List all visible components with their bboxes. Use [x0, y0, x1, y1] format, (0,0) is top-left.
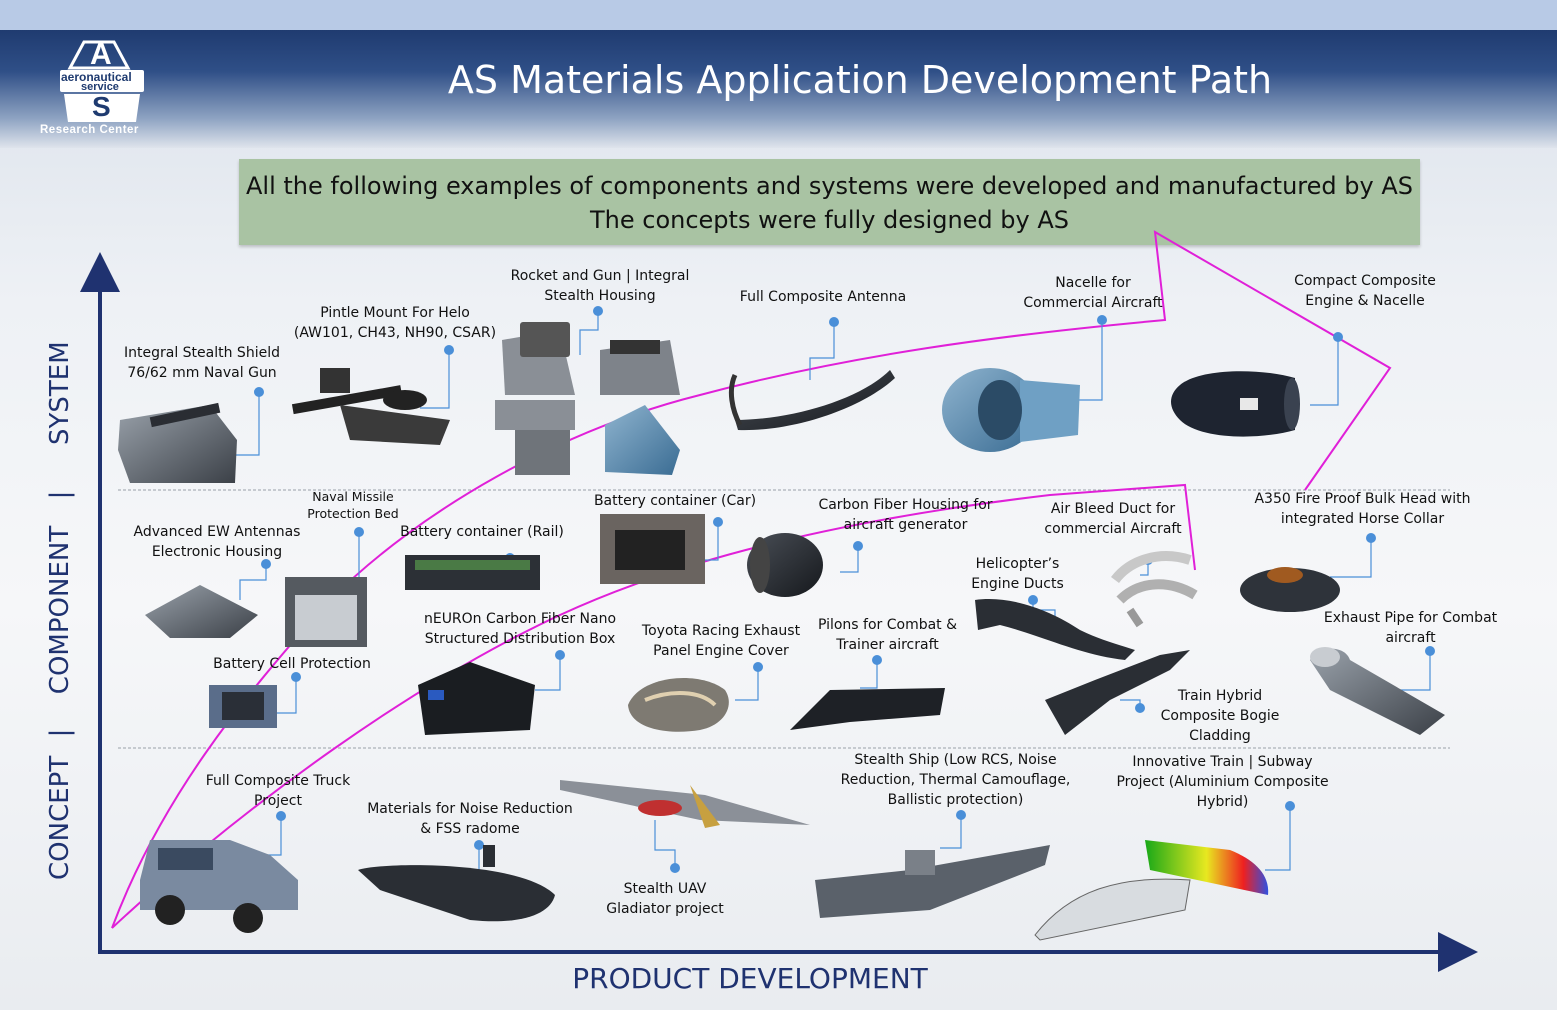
header-bar: [0, 30, 1557, 148]
logo-caption: Research Center: [40, 124, 139, 136]
ew-antenna-housing-image: [145, 585, 258, 638]
label-battery-car: Battery container (Car): [593, 493, 757, 509]
axis-label-x: PRODUCT DEVELOPMENT: [572, 962, 928, 995]
rocket-gun-housing-image: [495, 322, 680, 475]
axis-separator-1: |: [45, 490, 75, 500]
logo-line-2: service: [81, 81, 119, 93]
neuron-distribution-box-image: [418, 662, 535, 735]
helicopter-ducts-image: [975, 599, 1135, 660]
logo-line-1: aeronautical: [61, 70, 132, 84]
missile-protection-bed-image: [285, 577, 367, 647]
label-battery-cell: Battery Cell Protection: [213, 656, 371, 672]
exhaust-pipe-image: [1310, 647, 1445, 735]
label-pintle-mount: Pintle Mount For Helo(AW101, CH43, NH90,…: [293, 305, 497, 341]
intro-banner: All the following examples of components…: [239, 159, 1420, 245]
logo-emblem-icon: [60, 40, 144, 122]
axis-label-component: COMPONENT: [45, 525, 75, 695]
stealth-ship-image: [815, 845, 1050, 918]
battery-car-image: [600, 514, 705, 584]
label-noise-reduction: Materials for Noise Reduction& FSS radom…: [367, 801, 573, 837]
battery-rail-image: [405, 555, 540, 590]
composite-truck-image: [140, 840, 298, 933]
compact-engine-nacelle-image: [1171, 371, 1300, 437]
pintle-mount-image: [291, 368, 450, 445]
as-logo: A aeronautical service S Research Center: [40, 38, 165, 140]
naval-gun-shield-image: [118, 402, 237, 483]
stealth-uav-image: [560, 780, 810, 828]
banner-line-2: The concepts were fully designed by AS: [589, 206, 1069, 234]
axis-separator-2: |: [45, 728, 75, 738]
pilon-image: [790, 688, 945, 730]
development-curve-lower: [111, 483, 1196, 929]
a350-bulkhead-image: [1240, 567, 1340, 612]
innovative-train-image: [1034, 840, 1269, 941]
submarine-image: [358, 845, 555, 922]
axis-label-system: SYSTEM: [45, 341, 75, 445]
train-bogie-image: [1045, 650, 1190, 735]
banner-line-1: All the following examples of components…: [246, 172, 1413, 200]
label-battery-rail: Battery container (Rail): [400, 524, 564, 540]
nacelle-image: [942, 368, 1080, 452]
generator-housing-image: [747, 533, 823, 597]
page-title: AS Materials Application Development Pat…: [447, 58, 1273, 102]
air-bleed-duct-image: [1111, 551, 1198, 628]
label-full-composite-antenna: Full Composite Antenna: [739, 289, 907, 305]
connector-dots: [254, 306, 1435, 873]
axis-label-concept: CONCEPT: [45, 755, 75, 880]
composite-antenna-image: [728, 370, 895, 431]
logo-letter-a: A: [90, 38, 112, 71]
toyota-engine-cover-image: [628, 678, 729, 732]
logo-letter-s: S: [92, 91, 111, 122]
top-strip: [0, 0, 1557, 30]
battery-cell-image: [209, 685, 277, 728]
label-pilons: Pilons for Combat &Trainer aircraft: [817, 617, 958, 653]
